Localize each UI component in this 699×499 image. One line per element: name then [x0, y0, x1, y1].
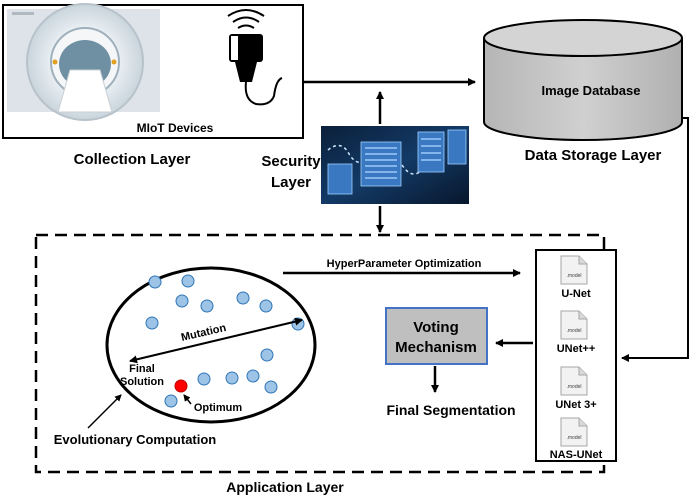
- voting-label-line2: Mechanism: [395, 339, 477, 356]
- population-particle: [145, 316, 159, 330]
- population-particle: [175, 294, 189, 308]
- evolutionary-pointer-arrow: [87, 394, 122, 429]
- model-file-icon: .model: [560, 310, 588, 340]
- population-particle: [259, 299, 273, 313]
- final-segmentation-label: Final Segmentation: [386, 402, 515, 418]
- mutation-arrow: [129, 317, 303, 364]
- population-particle: [164, 394, 178, 408]
- model-name-label: UNet 3+: [555, 399, 596, 411]
- hpo-label: HyperParameter Optimization: [327, 258, 482, 270]
- miot-devices-label: MIoT Devices: [137, 121, 214, 135]
- security-layer-label-line1: Security: [261, 153, 321, 170]
- model-file-extension: .model: [566, 384, 581, 390]
- application-layer-label: Application Layer: [226, 479, 344, 495]
- model-file-icon: .model: [560, 366, 588, 396]
- population-particle: [200, 299, 214, 313]
- population-particle: [225, 371, 239, 385]
- population-particle: [236, 291, 250, 305]
- mri-scanner-image: [7, 3, 160, 121]
- collection-layer-label: Collection Layer: [74, 151, 191, 168]
- optimum-label: Optimum: [194, 402, 242, 414]
- optimum-particle: [174, 379, 188, 393]
- evolutionary-computation-label: Evolutionary Computation: [54, 432, 217, 447]
- population-particle: [181, 274, 195, 288]
- population-particle: [264, 380, 278, 394]
- storage-to-models-connector: [621, 117, 689, 362]
- model-name-label: U-Net: [561, 288, 591, 300]
- data-storage-layer-label: Data Storage Layer: [525, 147, 662, 164]
- voting-label-line1: Voting: [413, 319, 459, 336]
- evolutionary-population-ellipse: [105, 266, 317, 424]
- image-database-cylinder: [483, 19, 683, 141]
- population-particle: [291, 317, 305, 331]
- population-particle: [260, 348, 274, 362]
- population-particle: [197, 372, 211, 386]
- optimum-pointer-arrow: [183, 394, 192, 405]
- model-file-extension: .model: [566, 328, 581, 334]
- model-file-extension: .model: [566, 435, 581, 441]
- model-file-extension: .model: [566, 273, 581, 279]
- model-name-label: NAS-UNet: [550, 449, 603, 461]
- model-file-icon: .model: [560, 417, 588, 447]
- model-file-icon: .model: [560, 255, 588, 285]
- voting-mechanism-box: [385, 307, 488, 365]
- model-name-label: UNet++: [557, 343, 596, 355]
- image-database-label: Image Database: [542, 83, 641, 98]
- security-layer-image: [321, 126, 469, 204]
- ultrasound-probe-icon: [227, 9, 283, 106]
- final-solution-label-line2: Solution: [120, 376, 164, 388]
- population-particle: [148, 275, 162, 289]
- security-layer-label-line2: Layer: [271, 174, 311, 191]
- final-solution-label-line1: Final: [129, 363, 155, 375]
- population-particle: [246, 369, 260, 383]
